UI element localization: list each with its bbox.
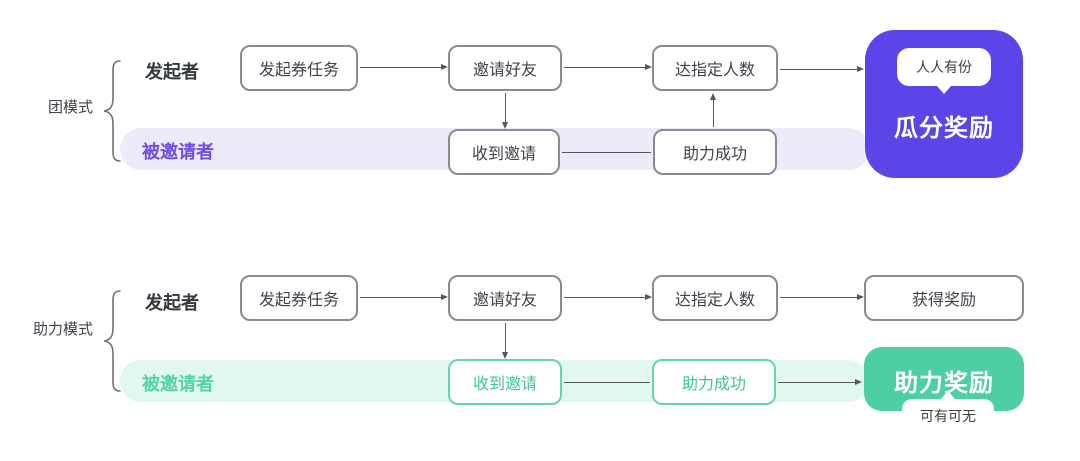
step-invite-friends: 邀请好友: [448, 45, 562, 91]
curly-brace-icon: [103, 60, 121, 162]
arrow-task-to-invite: [360, 293, 448, 300]
line-receive-to-assist: [562, 152, 651, 153]
badge-label: 人人有份: [916, 59, 972, 75]
arrow-assist-up-to-reach: [709, 93, 716, 127]
step-create-coupon-task: 发起券任务: [240, 275, 358, 321]
group-reward-card: 人人有份 瓜分奖励: [865, 30, 1023, 178]
arrow-invite-to-reach: [564, 293, 652, 300]
curly-brace-icon: [103, 290, 121, 392]
arrow-invite-to-receive: [501, 93, 508, 129]
bubble-tail-down-icon: [936, 85, 952, 94]
optional-badge: 可有可无: [902, 391, 994, 433]
assist-mode-label: 助力模式: [33, 321, 94, 338]
arrow-task-to-invite: [360, 63, 448, 70]
arrow-invite-to-reach: [564, 63, 652, 70]
everyone-gets-share-badge: 人人有份: [897, 48, 991, 94]
arrow-reach-to-reward: [780, 65, 864, 72]
step-assist-success: 助力成功: [653, 129, 777, 175]
arrow-invite-to-receive: [501, 323, 508, 359]
step-receive-invitation: 收到邀请: [448, 359, 562, 405]
group-initiator-role-label: 发起者: [145, 62, 199, 82]
assist-invitee-role-label: 被邀请者: [142, 374, 214, 394]
step-earn-reward: 获得奖励: [864, 275, 1024, 321]
step-receive-invitation: 收到邀请: [448, 129, 560, 175]
arrow-reach-to-earn: [780, 293, 864, 300]
group-invitee-role-label: 被邀请者: [142, 142, 214, 162]
group-mode-label: 团模式: [48, 99, 94, 116]
badge-label: 可有可无: [920, 408, 976, 424]
step-invite-friends: 邀请好友: [448, 275, 562, 321]
group-reward-title: 瓜分奖励: [894, 115, 994, 142]
bubble-tail-up-icon: [940, 391, 956, 400]
step-reach-target-count: 达指定人数: [652, 275, 778, 321]
line-receive-to-assist: [564, 382, 650, 383]
assist-initiator-role-label: 发起者: [145, 293, 199, 313]
step-assist-success: 助力成功: [652, 359, 776, 405]
step-create-coupon-task: 发起券任务: [240, 45, 358, 91]
step-reach-target-count: 达指定人数: [652, 45, 778, 91]
arrow-assist-to-reward: [778, 378, 862, 385]
